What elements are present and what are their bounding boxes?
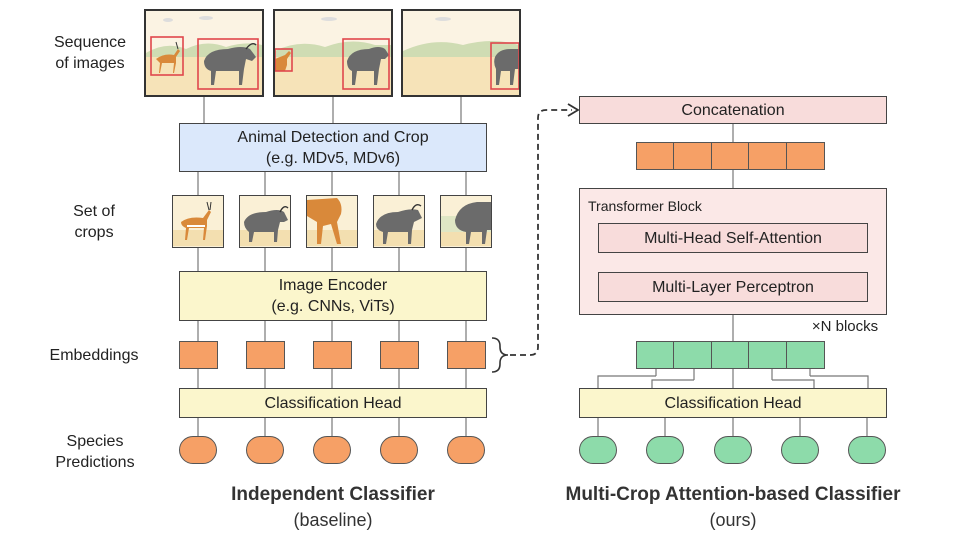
wildebeest-icon	[374, 203, 424, 246]
embedding-square	[179, 341, 218, 369]
embedding-square	[673, 142, 712, 170]
prediction-node	[848, 436, 886, 464]
left-subtitle: (baseline)	[293, 510, 373, 530]
embedding-square	[710, 142, 750, 170]
prediction-node	[179, 436, 217, 464]
row-label-predictions: Species Predictions	[55, 433, 135, 471]
crop-thumbnail	[306, 195, 358, 248]
prediction-node	[781, 436, 819, 464]
concatenated-embeddings	[635, 142, 825, 170]
prediction-node	[447, 436, 485, 464]
embedding-square	[380, 341, 419, 369]
gazelle-icon	[173, 201, 223, 246]
embedding-square	[673, 341, 712, 369]
crop-thumbnail	[373, 195, 425, 248]
embedding-square	[635, 142, 675, 170]
crop-thumbnail	[172, 195, 224, 248]
image-frame	[401, 9, 521, 97]
row-label-images: Sequence of images	[53, 34, 127, 72]
wildebeest-icon	[204, 42, 257, 85]
right-title: Multi-Crop Attention-based Classifier	[565, 484, 901, 505]
repeat-label: ×N blocks	[811, 318, 879, 335]
embedding-square	[313, 341, 352, 369]
prediction-node	[380, 436, 418, 464]
embedding-square	[748, 341, 787, 369]
prediction-node	[714, 436, 752, 464]
row-label-crops: Set of crops	[73, 203, 115, 241]
prediction-node	[246, 436, 284, 464]
embedding-square	[748, 142, 787, 170]
row-label-embeddings: Embeddings	[49, 347, 139, 364]
image-frame	[273, 9, 393, 97]
crop-thumbnail	[239, 195, 291, 248]
embedding-square	[447, 341, 486, 369]
embedding-square	[710, 341, 750, 369]
transformer-block-label: Transformer Block	[588, 198, 702, 214]
prediction-node	[646, 436, 684, 464]
wildebeest-icon	[494, 49, 519, 85]
embedding-square	[785, 142, 825, 170]
wildebeest-icon	[441, 202, 491, 246]
concatenation-box: Concatenation	[579, 96, 887, 124]
detection-box: Animal Detection and Crop (e.g. MDv5, MD…	[179, 123, 487, 172]
right-subtitle: (ours)	[709, 510, 757, 530]
embedding-square	[635, 341, 675, 369]
encoder-box: Image Encoder (e.g. CNNs, ViTs)	[179, 271, 487, 321]
left-title: Independent Classifier	[231, 484, 435, 505]
attention-embeddings	[635, 341, 825, 369]
gazelle-icon	[275, 51, 291, 71]
right-classification-head: Classification Head	[579, 388, 887, 418]
gazelle-icon	[156, 41, 180, 73]
attention-box: Multi-Head Self-Attention	[598, 223, 868, 253]
left-classification-head: Classification Head	[179, 388, 487, 418]
wildebeest-icon	[347, 47, 389, 85]
mlp-box: Multi-Layer Perceptron	[598, 272, 868, 302]
embedding-square	[785, 341, 825, 369]
prediction-node	[313, 436, 351, 464]
gazelle-icon	[307, 198, 357, 246]
prediction-node	[579, 436, 617, 464]
wildebeest-icon	[240, 205, 290, 246]
embedding-square	[246, 341, 285, 369]
crop-thumbnail	[440, 195, 492, 248]
image-frame	[144, 9, 264, 97]
